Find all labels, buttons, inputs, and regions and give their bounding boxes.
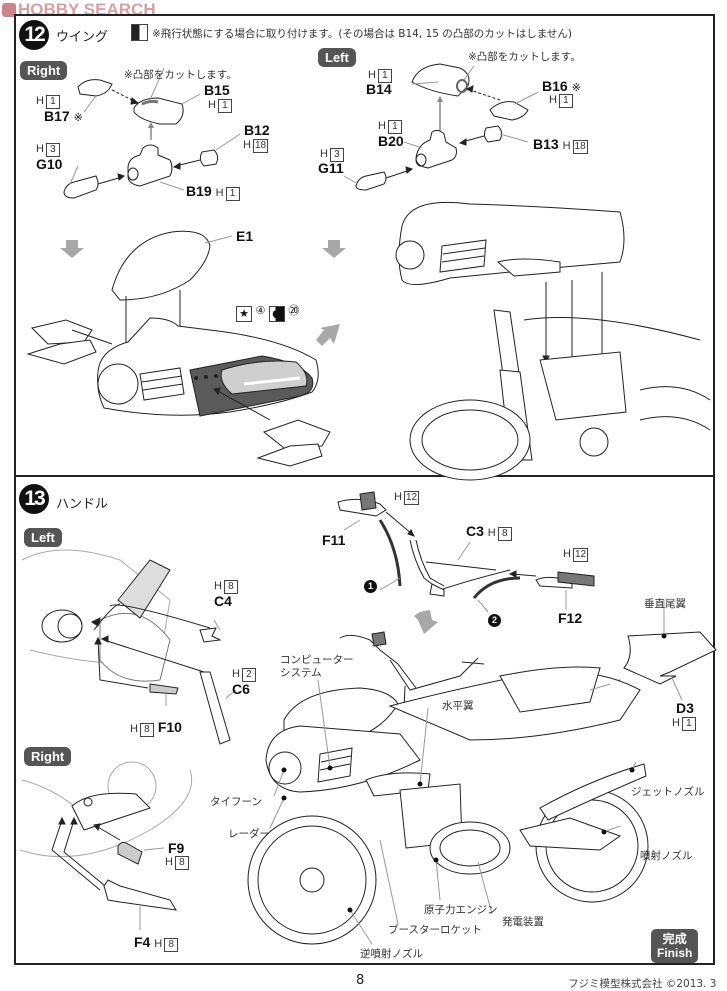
- b19-part-drawing: [127, 144, 173, 187]
- f11-label: F11: [322, 532, 346, 548]
- flow-arrow-2: [322, 240, 346, 258]
- nuclear-engine-label: 原子力エンジン: [424, 904, 498, 916]
- step-12-number: 12: [19, 20, 49, 50]
- injection-nozzle-label: 噴射ノズル: [640, 850, 693, 862]
- g10-part-drawing: [63, 175, 99, 199]
- copyright: フジミ模型株式会社 ©2013. 3: [568, 978, 717, 990]
- f12-label: F12: [558, 610, 583, 626]
- reverse-nozzle-label: 逆噴射ノズル: [360, 948, 423, 960]
- paint-number: ④: [255, 304, 266, 317]
- left-badge-13: Left: [24, 528, 62, 547]
- horizontal-wing-label: 水平翼: [442, 700, 474, 712]
- c6-label: C6: [232, 681, 250, 697]
- decal-number: ⑳: [288, 304, 300, 317]
- b15-label: B15: [204, 82, 230, 98]
- bike-front-assembly-drawing: [395, 201, 711, 481]
- b16-label: B16 ※: [542, 78, 581, 94]
- computer-system-label: コンピューターシステム: [280, 654, 354, 679]
- left-cut-note: ※凸部をカットします。: [468, 51, 581, 63]
- left-badge: Left: [318, 48, 356, 67]
- generator-label: 発電装置: [502, 916, 544, 928]
- paint-instruction: ★ ④ ● ⑳: [236, 302, 299, 322]
- radar-label: レーダー: [228, 828, 270, 840]
- callout-1: 1: [364, 580, 377, 593]
- step-13-panel: [14, 475, 715, 965]
- flow-arrow-1: [60, 240, 84, 258]
- b14-label: B14: [366, 81, 392, 97]
- complete-bike-drawing: [247, 631, 649, 945]
- cowl-assembly-drawing: [26, 230, 331, 467]
- booster-rocket-label: ブースターロケット: [388, 924, 482, 936]
- g10-label: G10: [36, 156, 63, 172]
- watermark-logo-icon: [2, 3, 16, 17]
- right-badge-13: Right: [24, 747, 72, 766]
- b12-label: B12: [244, 122, 270, 138]
- star-paint-icon: ★: [236, 306, 252, 322]
- f9-label: F9: [168, 840, 185, 856]
- tail-label: 垂直尾翼: [644, 598, 686, 610]
- handlebar-parts-drawing: [337, 491, 595, 613]
- c4-label: C4: [214, 593, 232, 609]
- b13-part-drawing: [483, 125, 503, 143]
- typhoon-label: タイフーン: [210, 796, 262, 808]
- step-13-title: ハンドル: [56, 497, 109, 512]
- b20-label: B20: [378, 133, 404, 149]
- b15-part-drawing: [133, 97, 184, 125]
- step-12-title: ウイング: [56, 30, 109, 45]
- flow-arrow-3: [316, 324, 340, 346]
- step-13-number: 13: [19, 484, 49, 514]
- label-dots: [281, 633, 667, 913]
- b17-part-drawing: [77, 79, 113, 97]
- flow-arrow-4: [414, 610, 438, 634]
- b17-label: B17 ※: [44, 108, 83, 124]
- b20-part-drawing: [415, 129, 457, 169]
- left-footpeg-detail-drawing: [21, 549, 237, 745]
- jet-nozzle-label: ジェットノズル: [631, 786, 705, 798]
- g11-part-drawing: [355, 171, 387, 191]
- b14-part-drawing: [411, 63, 470, 97]
- b12-part-drawing: [199, 149, 219, 167]
- decal-icon: ●: [268, 306, 285, 322]
- right-badge: Right: [20, 61, 68, 80]
- step-12-note: ※飛行状態にする場合に取り付けます。(その場合は B14, 15 の凸部のカット…: [152, 28, 573, 40]
- page-number: 8: [356, 973, 365, 988]
- d3-label: D3: [676, 700, 694, 716]
- right-footpeg-detail-drawing: [19, 761, 193, 930]
- optional-part-icon: [131, 24, 148, 41]
- e1-label: E1: [236, 228, 254, 244]
- right-cut-note: ※凸部をカットします。: [124, 69, 237, 81]
- b16-part-drawing: [489, 101, 529, 121]
- g11-label: G11: [318, 160, 344, 176]
- callout-2: 2: [488, 614, 501, 627]
